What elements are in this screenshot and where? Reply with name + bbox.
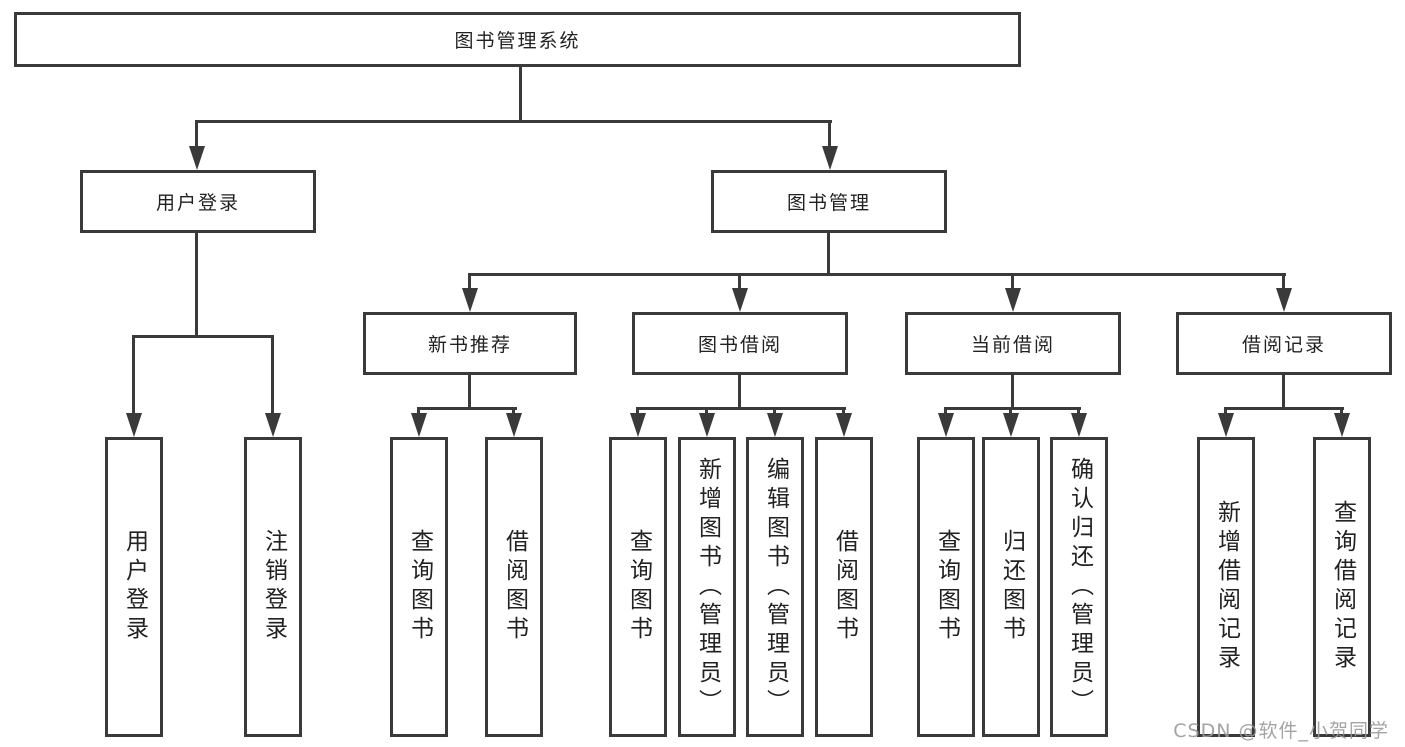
node-user-login: 用户登录 xyxy=(80,170,316,233)
arrow-down-icon xyxy=(1005,288,1021,312)
leaf-borrowing-edit-books-admin: 编辑图书（管理员） xyxy=(746,437,804,737)
connector-line xyxy=(271,335,274,415)
connector-line xyxy=(512,407,515,417)
connector-line xyxy=(1224,407,1227,417)
leaf-borrowing-query-books: 查询图书 xyxy=(609,437,667,737)
node-label: 查询图书 xyxy=(625,529,652,645)
leaf-borrowing-borrow-books: 借阅图书 xyxy=(815,437,873,737)
arrow-down-icon xyxy=(126,413,142,437)
node-label: 借阅记录 xyxy=(1241,334,1326,356)
leaf-user-login: 用户登录 xyxy=(105,437,163,737)
connector-line xyxy=(195,120,832,123)
connector-line xyxy=(195,120,198,150)
leaf-current-query-books: 查询图书 xyxy=(917,437,975,737)
connector-line xyxy=(842,407,845,417)
node-label: 查询图书 xyxy=(933,529,960,645)
arrow-down-icon xyxy=(1334,413,1350,437)
node-current-borrowing: 当前借阅 xyxy=(905,312,1121,375)
connector-line xyxy=(132,335,274,338)
node-label: 用户登录 xyxy=(121,529,148,645)
connector-line xyxy=(773,407,776,417)
connector-line xyxy=(827,233,830,273)
connector-line xyxy=(636,407,846,410)
node-label: 归还图书 xyxy=(998,529,1025,645)
arrow-down-icon xyxy=(1276,288,1292,312)
arrow-down-icon xyxy=(732,288,748,312)
arrow-down-icon xyxy=(699,413,715,437)
connector-line xyxy=(468,273,471,291)
node-label: 当前借阅 xyxy=(970,334,1055,356)
connector-line xyxy=(1077,407,1080,417)
node-label: 查询借阅记录 xyxy=(1329,500,1356,674)
connector-line xyxy=(636,407,639,417)
arrow-down-icon xyxy=(411,413,427,437)
connector-line xyxy=(519,67,522,120)
arrow-down-icon xyxy=(1218,413,1234,437)
node-book-borrowing: 图书借阅 xyxy=(632,312,848,375)
arrow-down-icon xyxy=(1071,413,1087,437)
node-label: 图书管理系统 xyxy=(454,30,581,52)
connector-line xyxy=(1011,273,1014,291)
node-label: 编辑图书（管理员） xyxy=(762,456,789,718)
node-label: 图书管理 xyxy=(786,192,871,214)
node-label: 新增图书（管理员） xyxy=(694,456,721,718)
leaf-borrowing-add-books-admin: 新增图书（管理员） xyxy=(678,437,736,737)
arrow-down-icon xyxy=(506,413,522,437)
arrow-down-icon xyxy=(767,413,783,437)
node-library-management-system: 图书管理系统 xyxy=(14,12,1021,67)
node-label: 图书借阅 xyxy=(697,334,782,356)
node-new-book-recommendation: 新书推荐 xyxy=(363,312,577,375)
arrow-down-icon xyxy=(938,413,954,437)
connector-line xyxy=(1340,407,1343,417)
connector-line xyxy=(1011,375,1014,407)
node-label: 借阅图书 xyxy=(831,529,858,645)
connector-line xyxy=(705,407,708,417)
leaf-recommend-query-books: 查询图书 xyxy=(390,437,448,737)
connector-line xyxy=(944,407,947,417)
arrow-down-icon xyxy=(265,413,281,437)
leaf-current-return-books: 归还图书 xyxy=(982,437,1040,737)
connector-line xyxy=(1282,375,1285,407)
connector-line xyxy=(738,375,741,407)
connector-line xyxy=(417,407,420,417)
csdn-watermark: CSDN @软件_小贺同学 xyxy=(1173,720,1389,742)
connector-line xyxy=(195,233,198,335)
arrow-down-icon xyxy=(836,413,852,437)
connector-line xyxy=(738,273,741,291)
leaf-records-add-borrow-record: 新增借阅记录 xyxy=(1197,437,1255,737)
arrow-down-icon xyxy=(630,413,646,437)
arrow-down-icon xyxy=(822,146,838,170)
node-borrowing-records: 借阅记录 xyxy=(1176,312,1392,375)
connector-line xyxy=(132,335,135,415)
node-label: 借阅图书 xyxy=(501,529,528,645)
node-label: 查询图书 xyxy=(406,529,433,645)
arrow-down-icon xyxy=(462,288,478,312)
connector-line xyxy=(468,273,1286,276)
node-label: 新增借阅记录 xyxy=(1213,500,1240,674)
connector-line xyxy=(468,375,471,407)
leaf-recommend-borrow-books: 借阅图书 xyxy=(485,437,543,737)
node-label: 新书推荐 xyxy=(427,334,512,356)
connector-line xyxy=(1009,407,1012,417)
arrow-down-icon xyxy=(189,146,205,170)
leaf-records-query-borrow-record: 查询借阅记录 xyxy=(1313,437,1371,737)
node-label: 用户登录 xyxy=(155,192,240,214)
connector-line xyxy=(417,407,517,410)
leaf-current-confirm-return-admin: 确认归还（管理员） xyxy=(1050,437,1108,737)
connector-line xyxy=(944,407,1081,410)
node-book-management: 图书管理 xyxy=(711,170,947,233)
node-label: 确认归还（管理员） xyxy=(1066,456,1093,718)
leaf-logout: 注销登录 xyxy=(244,437,302,737)
connector-line xyxy=(1282,273,1285,291)
connector-line xyxy=(1224,407,1344,410)
connector-line xyxy=(828,120,831,150)
node-label: 注销登录 xyxy=(260,529,287,645)
arrow-down-icon xyxy=(1003,413,1019,437)
